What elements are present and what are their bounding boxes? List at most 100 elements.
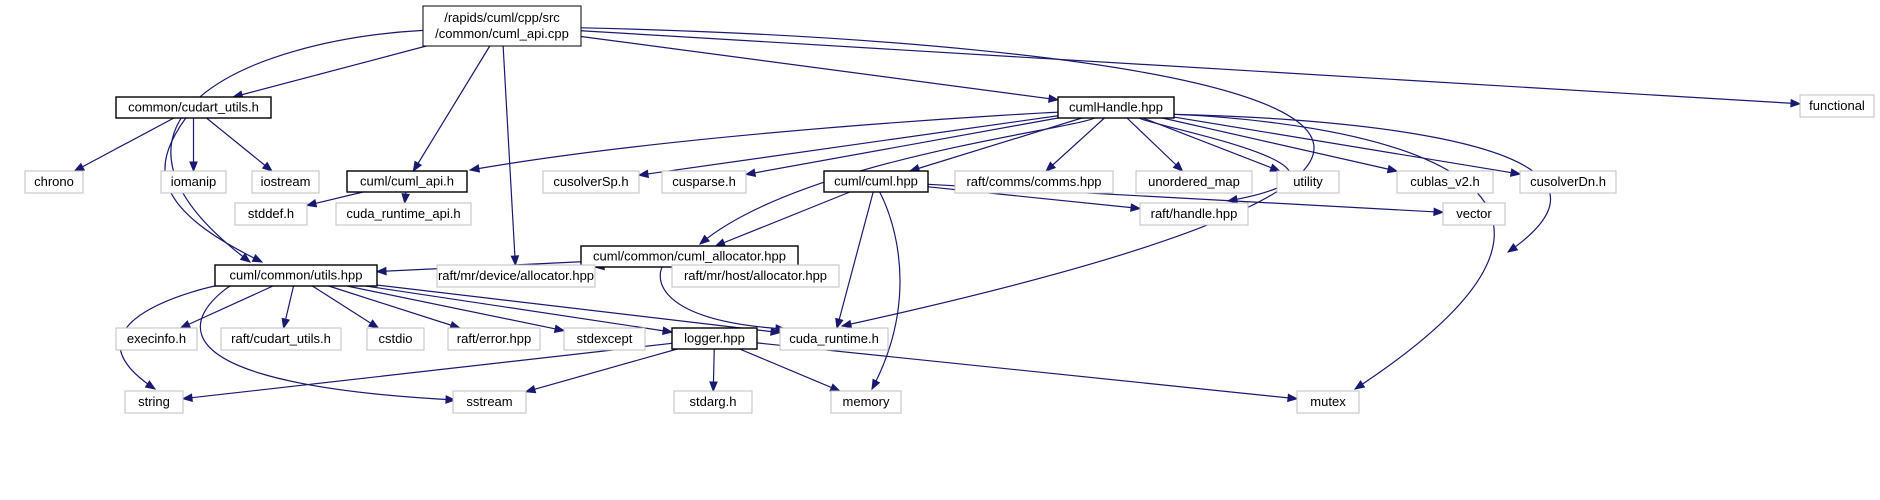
node-box <box>1296 390 1360 414</box>
edge-cumlHandle-to-mutex <box>1173 113 1495 390</box>
node-unordered-map: unordered_map <box>1135 170 1253 194</box>
edge-cudart_utils-to-iomanip <box>189 118 198 173</box>
dependency-nodes: /rapids/cuml/cpp/src/common/cuml_api.cpp… <box>24 5 1875 414</box>
node-raft-host-alloc: raft/mr/host/allocator.hpp <box>671 264 840 288</box>
edge-cuml_hpp-to-cuda_runtime <box>835 191 874 330</box>
node-label: functional <box>1809 98 1865 113</box>
node-functional: functional <box>1799 94 1875 118</box>
node-label: cusolverSp.h <box>553 174 628 189</box>
edge-root-to-cumlHandle <box>580 35 1060 103</box>
node-raft-comms: raft/comms/comms.hpp <box>954 170 1114 194</box>
node-utils-hpp[interactable]: cuml/common/utils.hpp <box>214 264 378 287</box>
node-cumlHandle[interactable]: cumlHandle.hpp <box>1057 96 1175 119</box>
node-label: cusparse.h <box>672 174 736 189</box>
edge-root-to-cuml_api_h <box>412 45 491 173</box>
edge-utils_hpp-to-cuda_runtime <box>376 284 782 336</box>
node-box <box>563 327 646 351</box>
node-box <box>1057 96 1175 119</box>
node-box <box>1135 170 1253 194</box>
node-label: cuda_runtime.h <box>789 331 879 346</box>
edge-utils_hpp-to-stdexcept <box>346 285 566 333</box>
node-cuml-allocator[interactable]: cuml/common/cuml_allocator.hpp <box>580 245 799 268</box>
edge-utils_hpp-to-sstream <box>199 285 457 404</box>
node-box <box>251 170 320 194</box>
node-sstream: sstream <box>452 390 527 414</box>
node-root[interactable]: /rapids/cuml/cpp/src/common/cuml_api.cpp <box>422 5 582 47</box>
edge-cumlHandle-to-cuml_allocator <box>698 117 1095 245</box>
node-mutex: mutex <box>1296 390 1360 414</box>
edge-cumlHandle-to-cusolverSp <box>637 115 1059 179</box>
node-label: vector <box>1456 206 1492 221</box>
node-cusolverDn: cusolverDn.h <box>1519 170 1617 194</box>
node-stddef: stddef.h <box>234 202 308 226</box>
node-utility: utility <box>1276 170 1340 194</box>
node-box <box>823 170 929 193</box>
node-raft-cudart-utils: raft/cudart_utils.h <box>220 327 342 351</box>
node-box <box>24 170 84 194</box>
node-box <box>422 5 582 47</box>
node-box <box>436 264 596 288</box>
node-logger[interactable]: logger.hpp <box>671 327 758 350</box>
edge-root-to-cudart_utils <box>231 45 427 99</box>
edge-cumlHandle-to-vector <box>1173 113 1551 253</box>
node-label: utility <box>1293 174 1323 189</box>
node-label: stddef.h <box>248 206 294 221</box>
node-cuda-runtime-api: cuda_runtime_api.h <box>335 202 472 226</box>
node-raft-device-alloc: raft/mr/device/allocator.hpp <box>436 264 596 288</box>
node-label: cuml/common/cuml_allocator.hpp <box>593 249 786 264</box>
node-box <box>542 170 640 194</box>
node-label: iostream <box>261 174 311 189</box>
node-label: /rapids/cuml/cpp/src <box>444 10 560 25</box>
node-label: mutex <box>1310 394 1346 409</box>
node-cuml-hpp[interactable]: cuml/cuml.hpp <box>823 170 929 193</box>
node-cudart-utils[interactable]: common/cudart_utils.h <box>115 96 272 119</box>
node-box <box>115 327 198 351</box>
node-label: raft/mr/device/allocator.hpp <box>438 268 594 283</box>
edge-logger-to-mutex <box>756 342 1299 403</box>
edge-root-to-utils_hpp <box>170 29 424 263</box>
edge-cudart_utils-to-chrono <box>73 117 175 172</box>
node-box <box>954 170 1114 194</box>
node-label: execinfo.h <box>127 331 186 346</box>
node-iomanip: iomanip <box>160 170 227 194</box>
node-cuda-runtime: cuda_runtime.h <box>779 327 889 351</box>
node-label: cstdio <box>379 331 413 346</box>
node-chrono: chrono <box>24 170 84 194</box>
node-string: string <box>124 390 184 414</box>
node-label: cuml/common/utils.hpp <box>230 268 363 283</box>
edge-logger-to-string <box>181 342 673 402</box>
node-vector: vector <box>1442 202 1506 226</box>
node-label: cuda_runtime_api.h <box>346 206 460 221</box>
node-label: /common/cuml_api.cpp <box>435 26 569 41</box>
node-cstdio: cstdio <box>366 327 425 351</box>
node-stdexcept: stdexcept <box>563 327 646 351</box>
node-box <box>335 202 472 226</box>
node-box <box>447 327 541 351</box>
node-box <box>671 264 840 288</box>
node-label: raft/mr/host/allocator.hpp <box>684 268 827 283</box>
edge-cumlHandle-to-cublas <box>1162 117 1399 174</box>
node-cuml-api-h[interactable]: cuml/cuml_api.h <box>346 170 468 193</box>
node-box <box>1139 202 1249 226</box>
node-raft-handle: raft/handle.hpp <box>1139 202 1249 226</box>
node-label: cublas_v2.h <box>1410 174 1479 189</box>
node-label: raft/handle.hpp <box>1151 206 1238 221</box>
node-box <box>366 327 425 351</box>
node-box <box>160 170 227 194</box>
node-box <box>1442 202 1506 226</box>
node-label: cumlHandle.hpp <box>1069 100 1163 115</box>
node-box <box>673 390 753 414</box>
edge-logger-to-stdarg <box>709 348 718 393</box>
node-box <box>220 327 342 351</box>
node-box <box>671 327 758 350</box>
node-label: common/cudart_utils.h <box>128 100 259 115</box>
node-box <box>124 390 184 414</box>
node-label: raft/cudart_utils.h <box>231 331 331 346</box>
node-label: cuml/cuml.hpp <box>834 174 918 189</box>
node-box <box>1396 170 1494 194</box>
edge-cumlHandle-to-cuml_hpp <box>908 117 1083 173</box>
edge-cuml_api_h-to-cuda_runtime_api <box>401 191 411 205</box>
edge-utils_hpp-to-cstdio <box>312 285 380 329</box>
node-label: stdexcept <box>577 331 633 346</box>
node-box <box>661 170 747 194</box>
